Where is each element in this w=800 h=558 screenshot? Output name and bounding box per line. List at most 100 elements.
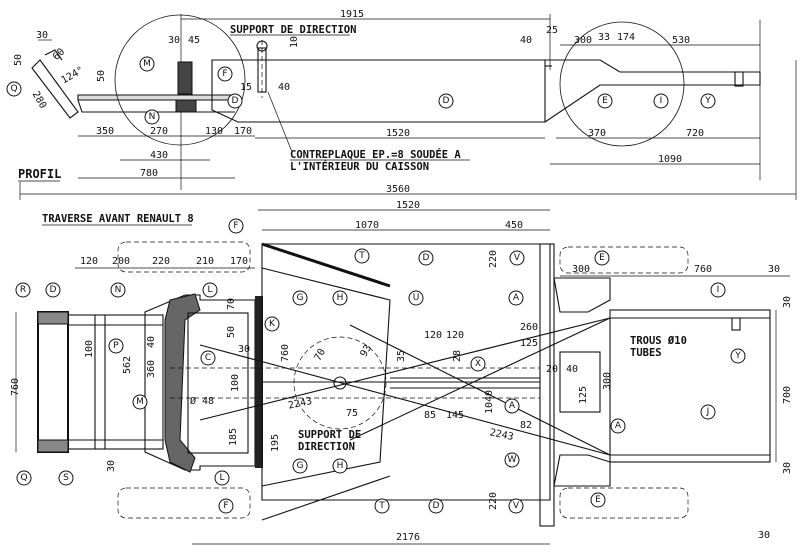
tag-T-plan-bottom: T — [374, 498, 390, 514]
dim-85: 85 — [424, 410, 436, 421]
dim-30-a: 30 — [768, 264, 780, 275]
dim-100-a: 100 — [84, 340, 95, 358]
profil-title: PROFIL — [18, 167, 61, 181]
dim-100-b: 100 — [230, 374, 241, 392]
dim-350: 350 — [96, 126, 114, 137]
dim-124: 124° — [60, 65, 86, 87]
trous-note-1: TROUS Ø10 — [630, 335, 687, 347]
tag-H-plan-bottom: H — [332, 458, 348, 474]
svg-text:N: N — [149, 112, 156, 122]
tag-Y-profile: Y — [700, 93, 716, 109]
dim-780: 780 — [140, 168, 158, 179]
dim-3560: 3560 — [386, 184, 410, 195]
dim-2243-a: 2243 — [287, 396, 313, 412]
dim-200: 200 — [112, 256, 130, 267]
dim-60: 60 — [51, 46, 67, 62]
dim-75: 75 — [346, 408, 358, 419]
tag-E-profile: E — [597, 93, 613, 109]
dim-33: 33 — [598, 32, 610, 43]
svg-text:I: I — [717, 285, 720, 295]
dim-170: 170 — [234, 126, 252, 137]
svg-text:E: E — [599, 253, 605, 263]
dim-30-d: 30 — [106, 460, 117, 472]
dim-220: 220 — [152, 256, 170, 267]
tag-L-plan-bottom: L — [214, 470, 230, 486]
dim-2243-b: 2243 — [489, 427, 515, 443]
dim-700: 700 — [782, 386, 793, 404]
dim-1090: 1090 — [658, 154, 682, 165]
svg-text:R: R — [20, 285, 26, 295]
tag-C-plan: C — [200, 350, 216, 366]
tag-A-plan-2: A — [504, 398, 520, 414]
svg-text:P: P — [113, 341, 119, 351]
tag-W-plan: W — [504, 452, 520, 468]
tag-D-plan-left: D — [45, 282, 61, 298]
dim-720: 720 — [686, 128, 704, 139]
dim-35: 35 — [396, 350, 407, 362]
support-de-direction-label: SUPPORT DE DIRECTION — [230, 24, 356, 36]
dim-30-f: 30 — [758, 530, 770, 541]
dim-174: 174 — [617, 32, 635, 43]
svg-text:H: H — [337, 461, 344, 471]
tag-X-plan: X — [470, 356, 486, 372]
tag-T-plan-top: T — [354, 248, 370, 264]
dim-45: 45 — [188, 35, 200, 46]
dim-220-v1: 220 — [488, 250, 499, 268]
svg-text:V: V — [513, 501, 520, 511]
svg-text:A: A — [615, 421, 622, 431]
dim-1520-profile: 1520 — [386, 128, 410, 139]
plan-view: TRAVERSE AVANT RENAULT 8 1520 1070 450 1… — [10, 200, 793, 545]
dim-220-v2: 220 — [488, 492, 499, 510]
tag-N-profile: N — [144, 109, 160, 125]
dim-120-c: 120 — [446, 330, 464, 341]
tag-G-plan-bottom: G — [292, 458, 308, 474]
tag-J-plan: J — [700, 404, 716, 420]
tag-N-plan: N — [110, 282, 126, 298]
dim-260: 260 — [520, 322, 538, 333]
svg-text:L: L — [207, 285, 212, 295]
dim-50-b: 50 — [96, 70, 107, 82]
dim-760-v: 760 — [280, 344, 291, 362]
dim-760-left: 760 — [10, 378, 21, 396]
tag-K-plan: K — [264, 316, 280, 332]
dim-30-e: 30 — [782, 462, 793, 474]
svg-text:H: H — [337, 293, 344, 303]
dim-2176: 2176 — [396, 532, 420, 543]
svg-text:D: D — [232, 96, 239, 106]
svg-text:N: N — [115, 285, 122, 295]
tag-M-profile: M — [139, 56, 155, 72]
svg-text:W: W — [508, 455, 517, 465]
dim-10: 10 — [289, 36, 300, 48]
dim-28: 28 — [452, 350, 463, 362]
svg-text:K: K — [269, 319, 276, 329]
svg-text:T: T — [358, 251, 365, 261]
dim-70-a: 70 — [226, 298, 237, 310]
dim-30-left: 30 — [36, 30, 48, 41]
dim-270: 270 — [150, 126, 168, 137]
tag-M-plan: M — [132, 394, 148, 410]
dim-40-mid: 40 — [278, 82, 290, 93]
dim-130: 130 — [205, 126, 223, 137]
tag-D-profile-1: D — [227, 93, 243, 109]
dim-70-b: 70 — [313, 347, 329, 363]
dim-1520-plan: 1520 — [396, 200, 420, 211]
svg-text:D: D — [433, 501, 440, 511]
dim-300-v: 300 — [602, 372, 613, 390]
support-direction-plan-2: DIRECTION — [298, 441, 355, 453]
svg-text:M: M — [143, 59, 151, 69]
svg-text:L: L — [219, 473, 224, 483]
dim-170-plan: 170 — [230, 256, 248, 267]
profile-view: 1915 30 50 60 124° 280 50 30 45 10 — [6, 9, 797, 200]
dim-450: 450 — [505, 220, 523, 231]
svg-text:F: F — [223, 501, 228, 511]
dim-15: 15 — [240, 82, 252, 93]
tag-D-plan-bottom: D — [428, 498, 444, 514]
dim-40-plan: 40 — [146, 336, 157, 348]
dim-145: 145 — [446, 410, 464, 421]
dim-760-plan: 760 — [694, 264, 712, 275]
dim-1040: 1040 — [484, 390, 495, 414]
dim-562: 562 — [122, 356, 133, 374]
dim-48: Ø 48 — [190, 395, 214, 407]
tag-E-plan-bottom: E — [590, 492, 606, 508]
contreplaque-note-line-2: L'INTÉRIEUR DU CAISSON — [290, 160, 429, 173]
